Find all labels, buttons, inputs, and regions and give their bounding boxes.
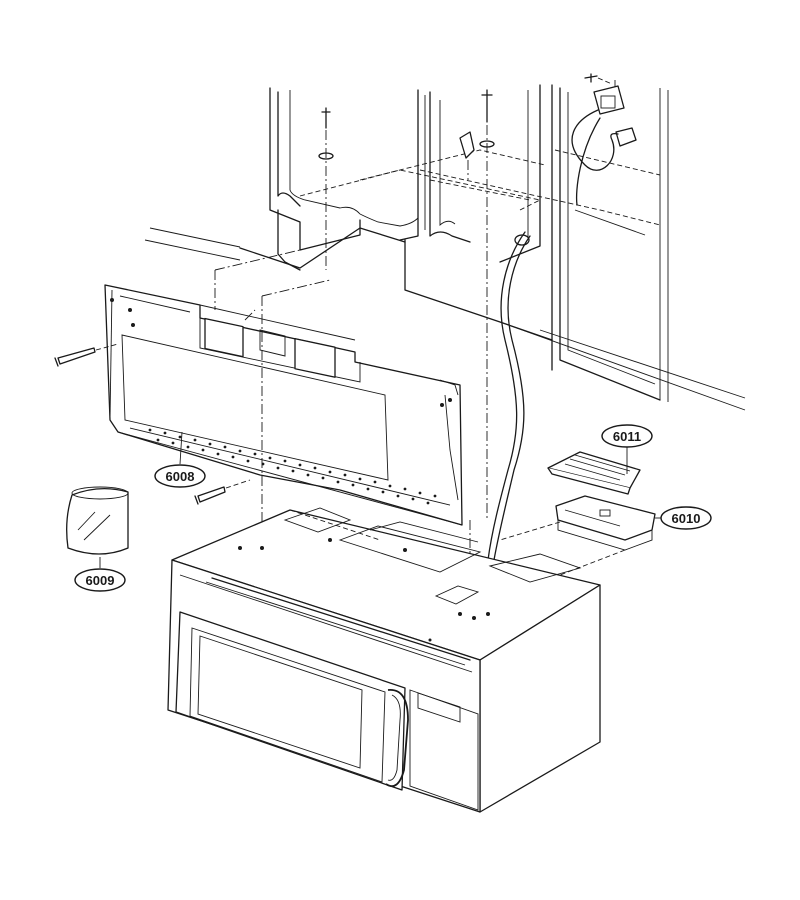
top-screws bbox=[318, 89, 495, 520]
callout-label: 6008 bbox=[166, 469, 195, 484]
upper-cabinet-right bbox=[404, 84, 661, 401]
wall-screw-upper bbox=[54, 343, 119, 367]
callout-6008: 6008 bbox=[154, 431, 206, 488]
wall-mounting-plate bbox=[104, 284, 463, 526]
callout-6011: 6011 bbox=[601, 424, 653, 474]
hardware-bag bbox=[66, 486, 129, 555]
callout-label: 6011 bbox=[613, 429, 641, 444]
upper-cabinet-left bbox=[239, 87, 426, 271]
power-cord bbox=[487, 231, 531, 561]
damper-cover bbox=[547, 451, 641, 495]
microwave-oven bbox=[167, 507, 601, 813]
callout-6010: 6010 bbox=[655, 506, 712, 530]
callout-6009: 6009 bbox=[74, 557, 126, 592]
callout-label: 6009 bbox=[86, 573, 115, 588]
wall-screw-lower bbox=[194, 479, 251, 505]
damper-housing bbox=[499, 495, 656, 576]
cabinet-projection-lines bbox=[299, 149, 661, 226]
callout-label: 6010 bbox=[672, 511, 701, 526]
power-outlet bbox=[571, 73, 637, 206]
